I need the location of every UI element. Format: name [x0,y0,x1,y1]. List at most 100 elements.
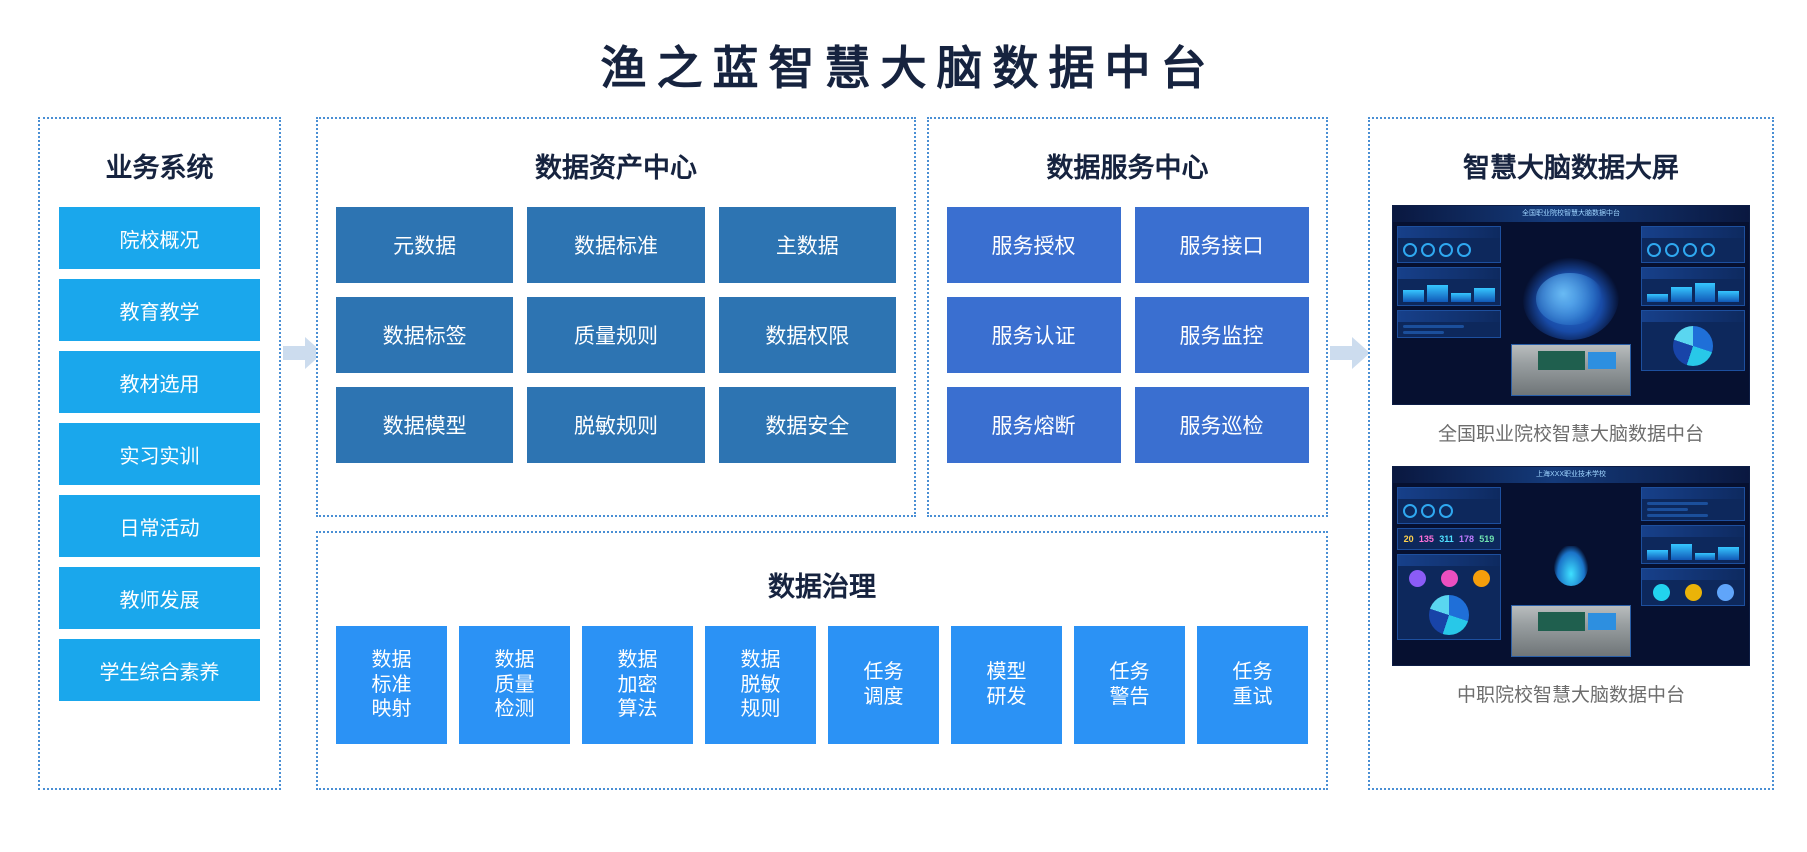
page-title: 渔之蓝智慧大脑数据中台 [600,42,1217,94]
governance-card-shujujiamisuanfa[interactable]: 数据 加密 算法 [582,626,693,744]
thumbnail-list-line [1647,508,1688,511]
thumbnail-card-header [1642,268,1744,279]
thumbnail-card [1641,568,1745,606]
thumbnail-donut-row [1642,580,1744,605]
service-card-fuwushouquan[interactable]: 服务授权 [946,207,1121,283]
thumbnail-list-line [1647,514,1709,517]
panel-smart-brain-screens: 智慧大脑数据大屏 全国职业院校智慧大脑数据中台 [1368,117,1774,790]
dashboard-thumbnail-vocational[interactable]: 上海XXX职业技术学校 20 135 311 178 519 [1392,466,1750,666]
business-item-xueshengzonghesuyang[interactable]: 学生综合素养 [59,639,260,701]
panel-smart-brain-screens-title: 智慧大脑数据大屏 [1463,153,1679,183]
dashboard-thumbnail-national[interactable]: 全国职业院校智慧大脑数据中台 [1392,205,1750,405]
service-card-fuwurongduan[interactable]: 服务熔断 [946,387,1121,463]
arrow-right-icon [1330,336,1370,370]
thumbnail-stat-value: 178 [1459,534,1475,544]
business-system-list: 院校概况 教育教学 教材选用 实习实训 日常活动 教师发展 学生综合素养 [40,207,279,701]
thumbnail-card [1641,310,1745,371]
panel-data-service-center: 数据服务中心 服务授权 服务接口 服务认证 服务监控 服务熔断 服务巡检 [927,117,1328,517]
service-card-grid: 服务授权 服务接口 服务认证 服务监控 服务熔断 服务巡检 [946,207,1309,463]
asset-card-shujuquanxian[interactable]: 数据权限 [718,297,896,373]
governance-card-renwujinggao[interactable]: 任务 警告 [1074,626,1185,744]
panel-business-system-title: 业务系统 [105,153,214,183]
business-item-jiaoshifazhan[interactable]: 教师发展 [59,567,260,629]
governance-card-moxingyanfa[interactable]: 模型 研发 [951,626,1062,744]
asset-card-zhilianggguize[interactable]: 质量规则 [527,297,705,373]
thumbnail-bar-chart [1642,537,1744,563]
thumbnail-stat-value: 311 [1439,534,1454,544]
thumbnail-pie-chart [1429,595,1469,635]
thumbnail-donut-row [1398,566,1500,591]
thumbnail-right-column [1641,226,1745,400]
classroom-photo [1511,344,1631,396]
governance-card-grid: 数据 标准 映射 数据 质量 检测 数据 加密 算法 数据 脱敏 规则 任务 调… [336,626,1308,744]
thumbnail-card [1641,487,1745,521]
thumbnail-card-header [1398,488,1500,499]
thumbnail-card-header [1398,268,1500,279]
screen-caption-national: 全国职业院校智慧大脑数据中台 [1437,424,1704,445]
panel-data-governance: 数据治理 数据 标准 映射 数据 质量 检测 数据 加密 算法 数据 脱敏 规则… [316,531,1328,790]
thumbnail-metric-dots [1398,499,1500,523]
service-card-fuwuxunjian[interactable]: 服务巡检 [1134,387,1309,463]
thumbnail-card [1397,487,1501,524]
asset-card-zhushuju[interactable]: 主数据 [718,207,896,283]
panel-data-service-center-title: 数据服务中心 [1046,153,1209,183]
asset-card-shujubiaoqian[interactable]: 数据标签 [336,297,514,373]
asset-card-tuominguize[interactable]: 脱敏规则 [527,387,705,463]
thumbnail-stat-value: 135 [1418,534,1434,544]
thumbnail-card-header [1642,227,1744,238]
thumbnail-title-national: 全国职业院校智慧大脑数据中台 [1522,210,1620,217]
thumbnail-metric-dots [1398,238,1500,262]
thumbnail-stat-value: 519 [1479,534,1495,544]
service-card-fuwujiankong[interactable]: 服务监控 [1134,297,1309,373]
governance-card-shujubiaozhunyingshe[interactable]: 数据 标准 映射 [336,626,447,744]
thumbnail-card-header [1398,311,1500,322]
governance-card-shujutuominguize[interactable]: 数据 脱敏 规则 [705,626,816,744]
service-card-fuwurenzheng[interactable]: 服务认证 [946,297,1121,373]
thumbnail-card-header [1642,569,1744,580]
thumbnail-card [1641,525,1745,564]
governance-card-shujuzhiliangjiance[interactable]: 数据 质量 检测 [459,626,570,744]
thumbnail-card [1641,267,1745,306]
panel-data-asset-center: 数据资产中心 元数据 数据标准 主数据 数据标签 质量规则 数据权限 数据模型 … [316,117,916,517]
asset-card-shujubiaozhun[interactable]: 数据标准 [527,207,705,283]
business-item-jiaocaixuanyong[interactable]: 教材选用 [59,351,260,413]
thumbnail-metric-dots [1642,238,1744,262]
thumbnail-card-header [1642,488,1744,499]
thumbnail-topbar: 全国职业院校智慧大脑数据中台 [1393,206,1749,222]
thumbnail-card [1397,267,1501,306]
asset-card-shujumoxing[interactable]: 数据模型 [336,387,514,463]
thumbnail-title-vocational: 上海XXX职业技术学校 [1535,471,1607,478]
thumbnail-left-column: 20 135 311 178 519 [1397,487,1501,661]
thumbnail-list-line [1647,502,1709,505]
flask-visual-icon [1554,546,1588,587]
thumbnail-card [1397,226,1501,263]
governance-card-renwuchongshi[interactable]: 任务 重试 [1197,626,1308,744]
business-item-jiaoyujiaoxue[interactable]: 教育教学 [59,279,260,341]
thumbnail-card [1641,226,1745,263]
arrow-right-icon [283,336,323,370]
classroom-photo [1511,605,1631,657]
business-item-yuanxiaogaikuang[interactable]: 院校概况 [59,207,260,269]
thumbnail-card-header [1642,526,1744,537]
business-item-richanghuodong[interactable]: 日常活动 [59,495,260,557]
thumbnail-list-line [1403,325,1465,328]
thumbnail-left-column [1397,226,1501,400]
service-card-fuwujiekou[interactable]: 服务接口 [1134,207,1309,283]
business-item-shixishixun[interactable]: 实习实训 [59,423,260,485]
asset-card-yuanshuju[interactable]: 元数据 [336,207,514,283]
thumbnail-card-header [1398,227,1500,238]
thumbnail-list-line [1403,331,1444,334]
panel-data-asset-center-title: 数据资产中心 [535,153,697,183]
screen-block-vocational: 上海XXX职业技术学校 20 135 311 178 519 [1392,466,1750,707]
screen-block-national: 全国职业院校智慧大脑数据中台 [1392,205,1750,446]
thumbnail-card-header [1642,311,1744,322]
thumbnail-card-header [1398,555,1500,566]
asset-card-shujuanquan[interactable]: 数据安全 [718,387,896,463]
thumbnail-right-column [1641,487,1745,661]
thumbnail-card-stats: 20 135 311 178 519 [1397,528,1501,550]
governance-card-renwudiaodu[interactable]: 任务 调度 [828,626,939,744]
panel-data-governance-title: 数据治理 [768,572,876,602]
thumbnail-card [1397,554,1501,640]
china-map-icon [1523,258,1619,341]
